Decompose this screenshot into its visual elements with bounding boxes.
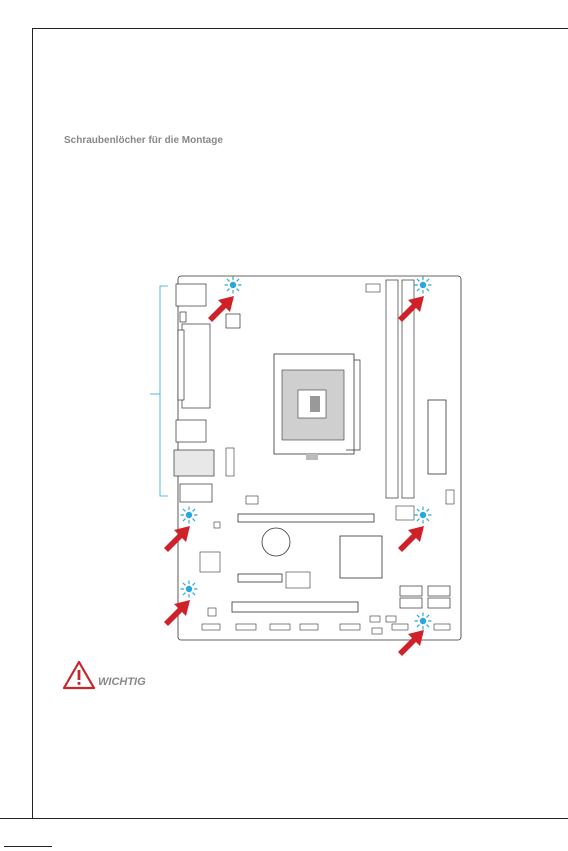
super-io-chip: [286, 572, 310, 588]
cpu-fan-header: [366, 284, 380, 292]
pcie-x16-slot: [238, 514, 374, 522]
jumper-header: [226, 448, 234, 476]
warning-triangle-icon: [62, 660, 96, 690]
pci-slot: [232, 602, 358, 612]
page-frame-top: [32, 28, 568, 29]
screw-hole-icon: [415, 507, 431, 523]
important-label: WICHTIG: [98, 676, 146, 688]
page-frame-left: [32, 28, 33, 818]
atx-power-connector: [428, 400, 446, 474]
footer-page-mark: [4, 846, 52, 847]
board-outline: [178, 276, 461, 640]
screw-hole-icon: [415, 277, 431, 293]
atx-12v-connector: [226, 314, 240, 328]
screw-hole-icon: [181, 507, 197, 523]
motherboard-diagram: [150, 270, 470, 660]
fan-header-2: [246, 496, 258, 504]
io-bracket: [160, 286, 168, 496]
section-heading: Schraubenlöcher für die Montage: [64, 135, 223, 146]
chipset: [340, 536, 382, 578]
cpu-socket: [274, 354, 360, 460]
sys-fan-header: [396, 506, 414, 520]
important-callout: WICHTIG: [62, 660, 202, 694]
fan-header-3: [446, 490, 454, 504]
audio-chip: [200, 552, 220, 572]
screw-hole-icon: [181, 581, 197, 597]
screw-hole-icon: [415, 613, 431, 629]
pcie-x1-slot: [238, 574, 282, 582]
page-frame-bottom: [0, 818, 568, 819]
cmos-battery: [262, 528, 290, 556]
screw-hole-icon: [225, 277, 241, 293]
